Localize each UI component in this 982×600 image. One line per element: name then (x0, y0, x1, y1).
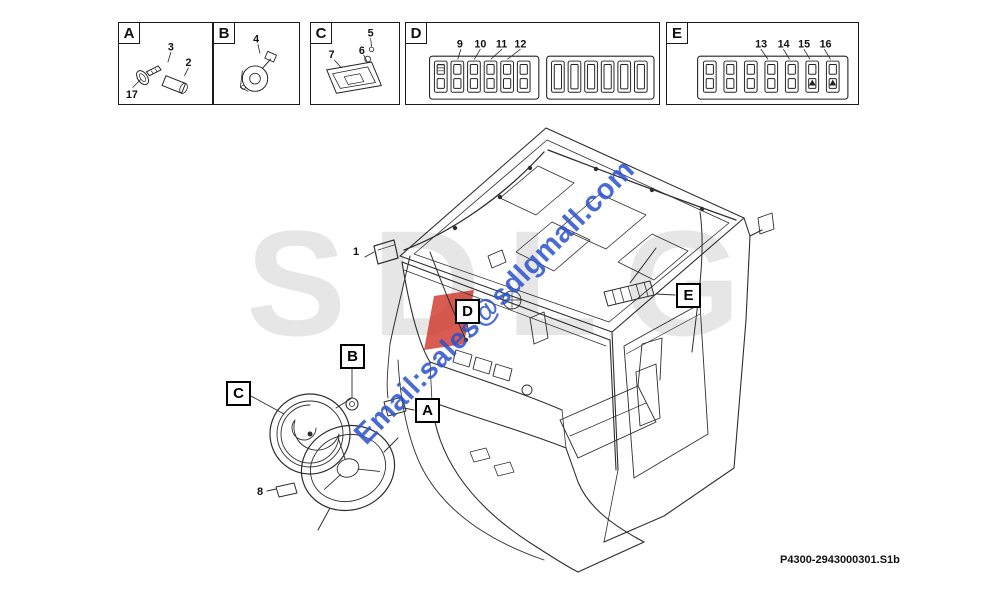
roof-vent-e-target (603, 280, 655, 307)
panel-d-art: 9 10 11 12 (429, 38, 655, 100)
part-number-6: 6 (359, 45, 365, 57)
callout-a: A (415, 398, 440, 423)
callout-b: B (340, 344, 365, 369)
callout-e: E (676, 283, 701, 308)
detail-panel-a: 3 2 17 A (118, 22, 213, 105)
part-number-17: 17 (126, 89, 138, 101)
panel-a-art: 3 2 17 (126, 41, 192, 101)
part-number-13: 13 (755, 38, 767, 50)
brand-watermark: SDLG (246, 199, 767, 367)
part-number-5: 5 (368, 28, 374, 40)
wiring-harness (386, 149, 737, 399)
callout-number-8: 8 (257, 486, 264, 498)
switch-group-2 (546, 55, 655, 100)
detail-panel-e: 13 14 15 16 E (666, 22, 859, 105)
callout-leader-lines (250, 251, 676, 492)
switch-group-3 (697, 55, 849, 100)
part-number-2: 2 (186, 57, 192, 69)
part-number-9: 9 (457, 38, 463, 50)
part-number-10: 10 (474, 38, 486, 50)
warning-icon (829, 79, 837, 86)
detail-panel-b: 4 B (213, 22, 300, 105)
seat-and-floor (397, 337, 663, 573)
steering-wheel (300, 424, 399, 531)
part-number-12: 12 (514, 38, 526, 50)
panel-label-d: D (406, 23, 427, 44)
part-number-11: 11 (496, 38, 507, 50)
front-lamp-part-1 (373, 239, 399, 265)
part-number-3: 3 (168, 41, 174, 53)
plate-part-8 (275, 482, 298, 498)
switch-part-a-target (383, 396, 407, 417)
callout-number-1: 1 (353, 246, 360, 258)
callout-d: D (455, 299, 480, 324)
panel-e-art: 13 14 15 16 (697, 38, 849, 100)
part-number-4: 4 (253, 34, 259, 46)
panel-label-c: C (311, 23, 332, 44)
interior-fittings (487, 249, 549, 345)
part-number-7: 7 (329, 49, 335, 61)
switch-group-1 (429, 55, 540, 100)
detail-panel-d: 9 10 11 12 D (405, 22, 660, 105)
detail-panel-c: 5 6 7 C (310, 22, 400, 105)
panel-label-a: A (119, 23, 140, 44)
cab-frame (401, 212, 775, 543)
panel-label-b: B (214, 23, 235, 44)
panel-c-art: 5 6 7 (326, 28, 382, 94)
part-number-16: 16 (820, 38, 832, 50)
panel-b-art: 4 (240, 34, 277, 92)
warning-icon (808, 79, 816, 86)
callout-c: C (226, 381, 251, 406)
drawing-part-code: P4300-2943000301.S1b (780, 554, 900, 566)
part-number-15: 15 (798, 38, 810, 50)
part-number-14: 14 (778, 38, 790, 50)
panel-label-e: E (667, 23, 688, 44)
